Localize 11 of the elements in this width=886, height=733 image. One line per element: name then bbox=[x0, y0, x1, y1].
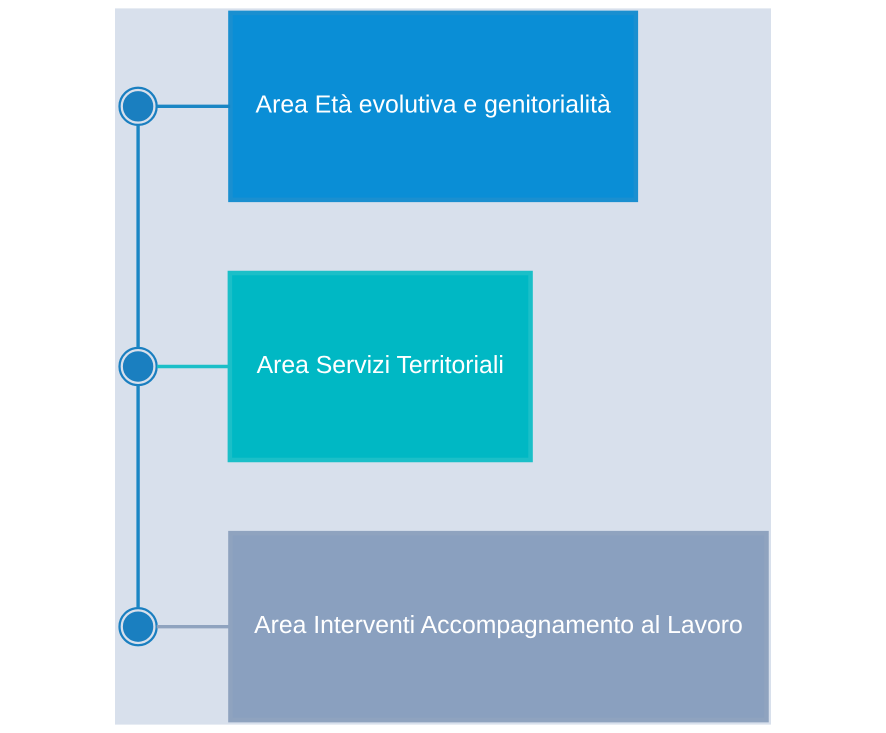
connector bbox=[156, 104, 230, 108]
connector bbox=[136, 125, 140, 348]
node-box: Area Età evolutiva e genitorialità bbox=[228, 10, 638, 202]
node-circle bbox=[118, 606, 158, 646]
node-box: Area Servizi Territoriali bbox=[228, 270, 533, 462]
connector bbox=[157, 364, 230, 368]
node-box: Area Interventi Accompagnamento al Lavoro bbox=[228, 530, 769, 722]
connector bbox=[156, 624, 230, 628]
node-circle bbox=[118, 346, 158, 386]
node-circle bbox=[118, 86, 158, 126]
connector bbox=[136, 385, 140, 608]
